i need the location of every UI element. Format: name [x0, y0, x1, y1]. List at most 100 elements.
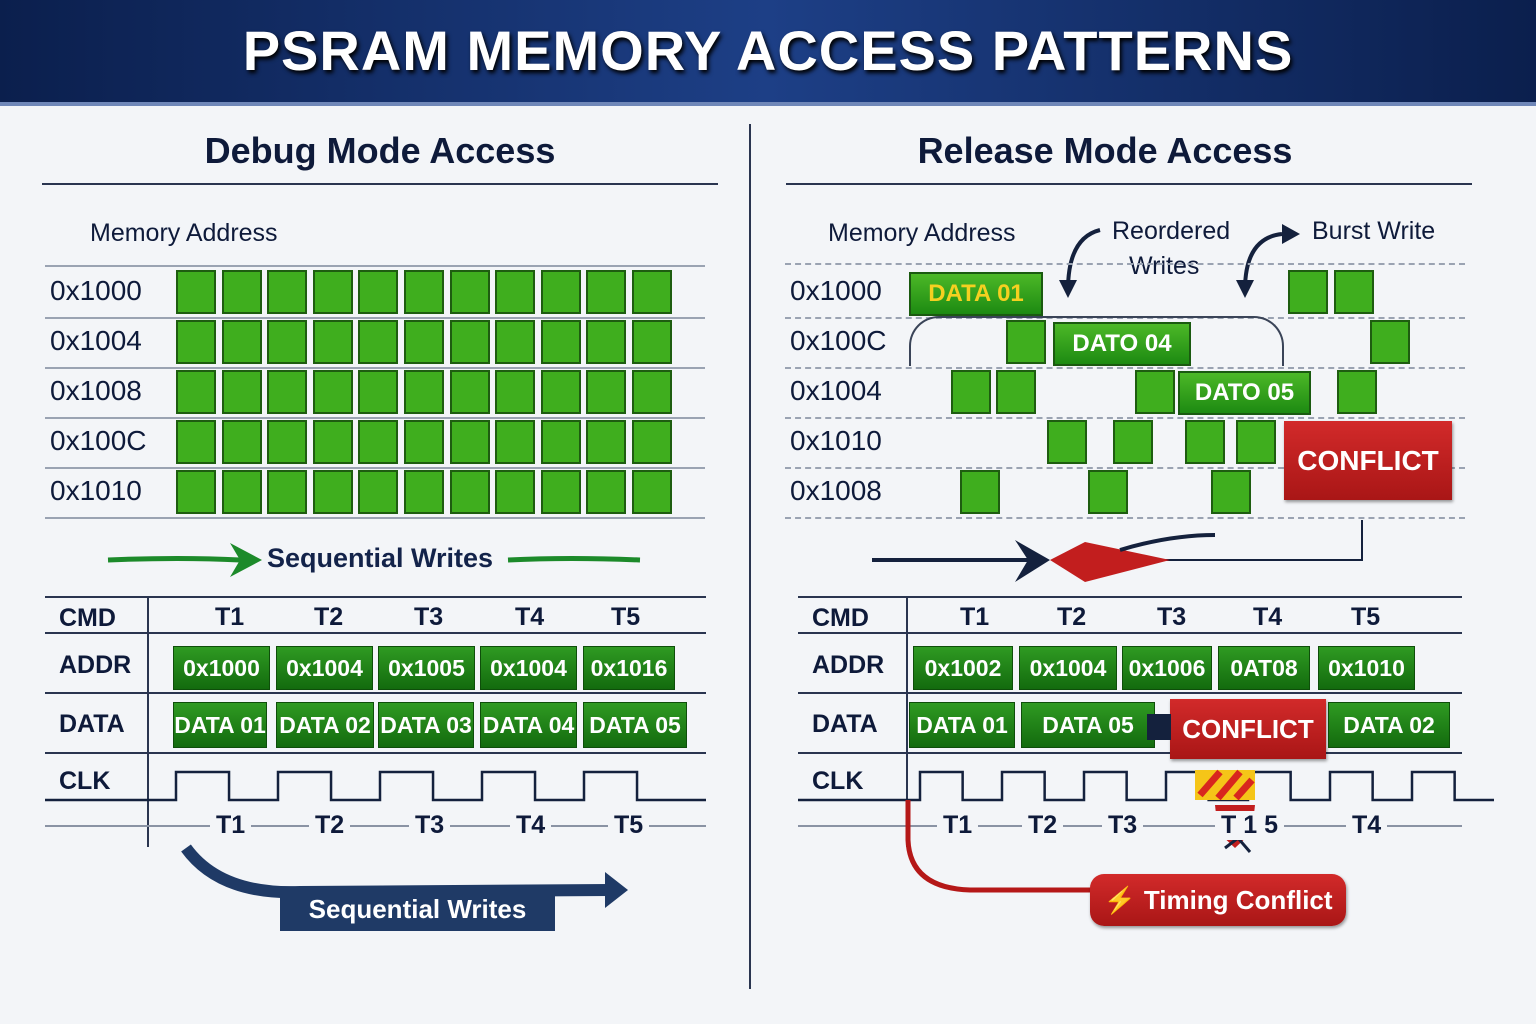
conflict-arrow: [872, 520, 1363, 582]
memory-cell: [1236, 420, 1276, 464]
release-heading-rule: [786, 183, 1472, 185]
cmd-tick-label: T4: [1253, 603, 1283, 631]
timing-row-line: [45, 752, 706, 754]
reordered-label: Reordered: [1112, 217, 1231, 245]
address-label: 0x1004: [790, 375, 882, 406]
memory-cell: [1337, 370, 1377, 414]
memory-cell: [1334, 270, 1374, 314]
memory-cell: [586, 420, 627, 464]
timing-conflict-label: Timing Conflict: [1143, 884, 1333, 915]
memory-cell: [495, 270, 536, 314]
memory-cell: [221, 470, 262, 514]
memory-cell: [312, 320, 353, 364]
memory-cell: [1006, 320, 1046, 364]
grid-row-line: [785, 467, 1465, 469]
memory-cell: [540, 270, 581, 314]
addr-cell: 0x1010: [1318, 646, 1415, 690]
memory-cell: [221, 320, 262, 364]
timing-row-line: [798, 692, 1462, 694]
debug-heading-rule: [42, 183, 718, 185]
memory-cell: [1047, 420, 1087, 464]
cmd-tick-label: T3: [1157, 603, 1187, 631]
time-tick-label: T2: [1022, 811, 1064, 840]
debug-heading: Debug Mode Access: [204, 130, 556, 171]
memory-cell: [221, 270, 262, 314]
release-heading: Release Mode Access: [917, 130, 1293, 171]
memory-cell: [176, 270, 216, 314]
memory-cell: [358, 470, 399, 514]
memory-cell: [449, 370, 490, 414]
grid-row-line: [45, 417, 705, 419]
memory-cell: [312, 420, 353, 464]
timing-row-label: DATA: [812, 710, 878, 738]
memory-cell: [632, 320, 672, 364]
memory-cell: [632, 420, 672, 464]
memory-cell: [996, 370, 1036, 414]
memory-cell: [586, 270, 627, 314]
memory-cell: [404, 320, 444, 364]
memory-cell: [404, 370, 444, 414]
writes-label: Writes: [1125, 252, 1204, 281]
memory-cell: [960, 470, 1000, 514]
memory-cell: [632, 270, 672, 314]
memory-cell: [358, 420, 399, 464]
memory-cell: [267, 420, 308, 464]
timing-column-divider: [147, 597, 149, 847]
memory-cell: [358, 320, 399, 364]
release-memory-address-label: Memory Address: [828, 219, 1016, 247]
conflict-gap-marker: [1147, 714, 1171, 740]
cmd-tick-label: T2: [314, 603, 344, 631]
memory-cell: [1370, 320, 1410, 364]
grid-row-line: [785, 317, 1465, 319]
memory-cell: [495, 370, 536, 414]
memory-cell: [358, 270, 399, 314]
memory-cell: [404, 270, 444, 314]
data-cell: DATA 03: [378, 702, 474, 748]
memory-cell: [540, 320, 581, 364]
memory-cell: [221, 370, 262, 414]
page-title: PSRAM MEMORY ACCESS PATTERNS: [242, 19, 1294, 82]
timing-row-label: ADDR: [812, 651, 885, 679]
memory-cell: [495, 420, 536, 464]
memory-cell: [632, 370, 672, 414]
reorder-bracket: [909, 316, 1284, 366]
address-label: 0x100C: [790, 325, 887, 356]
timing-conflict-badge: ⚡ Timing Conflict: [1090, 874, 1346, 926]
memory-cell: [312, 270, 353, 314]
cmd-tick-label: T5: [611, 603, 641, 631]
reorder-arrows: [1059, 224, 1300, 298]
timing-row-line: [45, 692, 706, 694]
memory-cell: [267, 470, 308, 514]
time-tick-label: T4: [1346, 811, 1388, 840]
address-label: 0x1000: [790, 275, 882, 306]
dato-04-block: DATO 04: [1053, 322, 1191, 366]
arrow-down-icon: [1236, 280, 1254, 298]
address-label: 0x1004: [50, 325, 142, 356]
grid-row-line: [785, 367, 1465, 369]
timing-row-label: CLK: [59, 767, 111, 795]
time-tick-label: T1: [937, 811, 979, 840]
memory-cell: [586, 370, 627, 414]
memory-cell: [495, 470, 536, 514]
timing-column-divider: [906, 597, 908, 847]
data-01-block: DATA 01: [909, 272, 1043, 316]
timing-row-line: [798, 596, 1462, 598]
address-label: 0x1000: [50, 275, 142, 306]
memory-cell: [540, 420, 581, 464]
memory-cell: [540, 470, 581, 514]
address-label: 0x1008: [790, 475, 882, 506]
grid-row-line: [45, 367, 705, 369]
addr-cell: 0x1005: [378, 646, 475, 690]
memory-cell: [404, 470, 444, 514]
debug-memory-address-label: Memory Address: [90, 219, 278, 247]
memory-cell: [312, 370, 353, 414]
arrow-head-icon: [230, 543, 262, 577]
grid-row-line: [45, 317, 705, 319]
time-tick-label: T 1 5: [1215, 811, 1284, 840]
memory-cell: [586, 320, 627, 364]
grid-row-line: [45, 265, 705, 267]
sequential-writes-label: Sequential Writes: [267, 543, 494, 573]
addr-cell: 0x1004: [1019, 646, 1117, 690]
data-cell: DATA 02: [1328, 702, 1450, 748]
